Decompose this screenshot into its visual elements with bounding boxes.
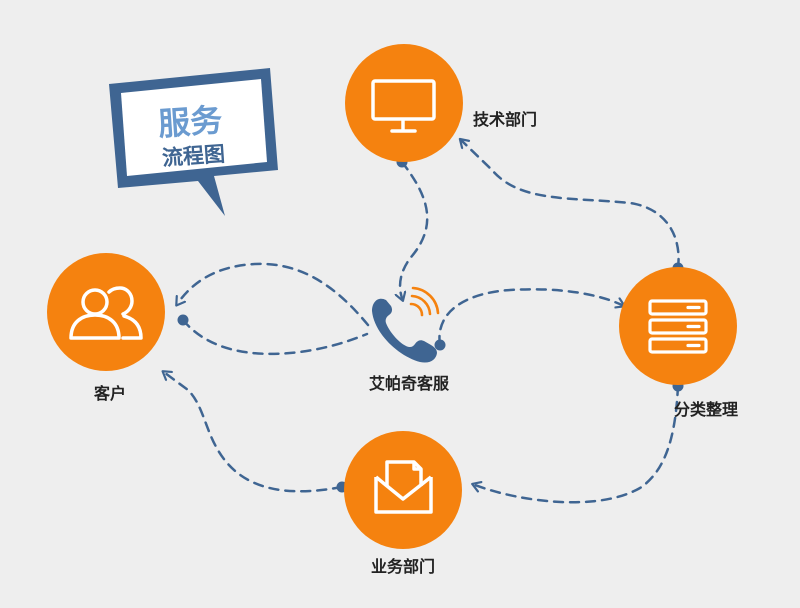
connector-customer-to-service — [181, 318, 369, 356]
dot-service — [434, 339, 446, 351]
title-main: 服务 — [157, 101, 224, 143]
title-sub: 流程图 — [161, 142, 226, 170]
node-sort-circle — [619, 267, 737, 385]
server-icon — [648, 299, 708, 354]
connector-service-to-customer — [178, 262, 370, 327]
connector-tech-to-service — [400, 160, 429, 298]
node-tech-circle — [345, 44, 463, 162]
mail-icon — [374, 460, 433, 514]
phone-icon — [372, 286, 440, 363]
node-business-circle — [344, 431, 462, 549]
node-business: 业务部门 — [344, 431, 462, 576]
node-sort-label: 分类整理 — [674, 400, 738, 419]
connector-service-to-sort — [438, 288, 622, 347]
flow-connectors — [165, 141, 680, 504]
users-icon — [69, 286, 143, 340]
node-tech: 技术部门 — [345, 44, 537, 162]
node-customer-circle — [47, 253, 165, 371]
node-customer: 客户 — [47, 253, 165, 403]
node-tech-label: 技术部门 — [473, 110, 537, 129]
node-business-label: 业务部门 — [371, 557, 435, 576]
connector-business-to-customer — [165, 373, 344, 493]
node-service-label: 艾帕奇客服 — [369, 374, 450, 393]
connector-sort-to-tech — [462, 141, 680, 270]
node-sort: 分类整理 — [619, 267, 738, 419]
node-service: 艾帕奇客服 — [369, 286, 450, 393]
node-customer-label: 客户 — [94, 384, 126, 403]
dot-customer — [177, 314, 189, 326]
connector-sort-to-business — [475, 384, 680, 504]
title-bubble: 服务 流程图 — [109, 68, 278, 216]
monitor-icon — [371, 79, 436, 133]
